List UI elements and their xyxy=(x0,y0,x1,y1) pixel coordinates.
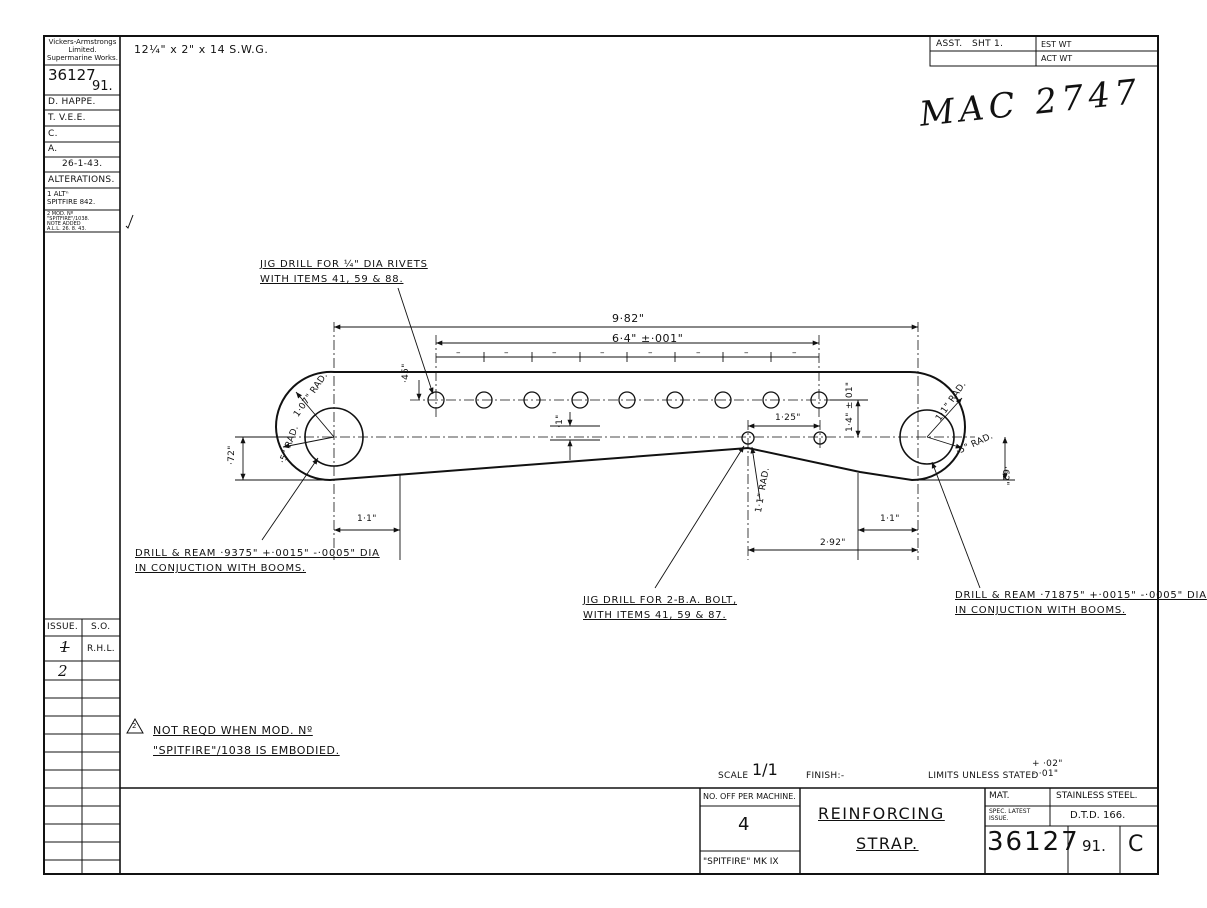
signature-drawn: D. HAPPE. xyxy=(48,97,96,107)
signature-checked: C. xyxy=(48,129,58,139)
note-jig-drill-rivets: JIG DRILL FOR ¼" DIA RIVETS WITH ITEMS 4… xyxy=(260,259,428,285)
pitch-dash-7: – xyxy=(744,348,749,358)
scale-value: 1/1 xyxy=(752,760,778,779)
pitch-dash-6: – xyxy=(696,348,701,358)
no-off-label: NO. OFF PER MACHINE. xyxy=(703,792,796,801)
issue-1: 1 xyxy=(60,638,70,656)
note-2-text: NOT REQD WHEN MOD. Nº "SPITFIRE"/1038 IS… xyxy=(153,724,340,757)
pitch-dash-5: – xyxy=(648,348,653,358)
dim-right-taper: 1·1" xyxy=(880,514,900,524)
sheet-label: SHT 1. xyxy=(972,39,1004,49)
pitch-dash-1: – xyxy=(456,348,461,358)
revision-letter: C xyxy=(1128,832,1144,857)
limits-label: LIMITS UNLESS STATED xyxy=(928,771,1039,781)
pitch-dash-3: – xyxy=(552,348,557,358)
dim-small-vertical: ·1" xyxy=(555,414,565,428)
pitch-dash-2: – xyxy=(504,348,509,358)
strap-outline xyxy=(274,370,967,482)
aircraft-type: "SPITFIRE" MK IX xyxy=(703,857,779,867)
signature-traced: T. V.E.E. xyxy=(48,113,86,123)
title-drawing-number: 36127 xyxy=(987,827,1080,857)
est-weight-label: EST WT xyxy=(1041,40,1072,49)
asst-label: ASST. xyxy=(936,39,963,49)
title-line-1: REINFORCING xyxy=(818,804,945,823)
scale-label: SCALE xyxy=(718,771,749,781)
material-label: MAT. xyxy=(989,791,1010,801)
material-size: 12¼" x 2" x 14 S.W.G. xyxy=(134,43,269,56)
dim-bolt-spacing: 1·25" xyxy=(775,413,801,423)
dim-right-vertical: 1·4" ±·01" xyxy=(845,381,855,432)
finish-label: FINISH:- xyxy=(806,771,845,781)
alterations-title: ALTERATIONS. xyxy=(48,175,115,185)
drawing-border xyxy=(43,35,1159,875)
alteration-1: 1 ALTⁿ SPITFIRE 842. xyxy=(47,190,96,206)
dim-left-height: ·72" xyxy=(227,445,237,465)
note-marker-triangle xyxy=(126,717,144,734)
dim-rivet-pitch-total: 6·4" ±·001" xyxy=(612,332,684,345)
no-off-value: 4 xyxy=(738,814,750,835)
spec-label: SPEC. LATEST ISSUE. xyxy=(989,808,1031,822)
spec-value: D.T.D. 166. xyxy=(1070,810,1126,821)
note-drill-ream-left: DRILL & REAM ·9375" +·0015" -·0005" DIA … xyxy=(135,548,380,574)
note-drill-ream-right: DRILL & REAM ·71875" +·0015" -·0005" DIA… xyxy=(955,590,1207,616)
alteration-2: 2 MOD. Nº "SPITFIRE"/1038. NOTE ADDED A.… xyxy=(47,211,90,232)
drawing-date: 26-1-43. xyxy=(62,159,103,169)
note-2-marker: 2 xyxy=(132,722,137,730)
company-name: Vickers-Armstrongs Limited. Supermarine … xyxy=(47,38,118,62)
drawing-number-prefix: 36127 xyxy=(48,66,96,84)
pitch-dash-8: – xyxy=(792,348,797,358)
signature-approved: A. xyxy=(48,144,58,154)
note-jig-drill-bolt: JIG DRILL FOR 2-B.A. BOLT, WITH ITEMS 41… xyxy=(583,595,738,621)
dim-right-height: ·62" xyxy=(1000,466,1010,486)
dim-overall-length: 9·82" xyxy=(612,312,645,325)
dim-hole-offset: ·45" xyxy=(401,363,411,383)
title-line-2: STRAP. xyxy=(856,834,919,853)
material-value: STAINLESS STEEL. xyxy=(1056,791,1138,801)
drawing-number-suffix: 91. xyxy=(92,79,113,94)
issue-header: ISSUE. xyxy=(47,622,79,632)
limits-minus: - ·01" xyxy=(1032,769,1059,779)
dim-left-taper: 1·1" xyxy=(357,514,377,524)
so-header: S.O. xyxy=(91,622,111,632)
act-weight-label: ACT WT xyxy=(1041,54,1073,63)
issue-2: 2 xyxy=(58,662,68,680)
dim-bolt-to-end: 2·92" xyxy=(820,538,846,548)
pitch-dash-4: – xyxy=(600,348,605,358)
limits-plus: + ·02" xyxy=(1032,759,1063,769)
issue-1-so: R.H.L. xyxy=(87,644,115,654)
title-drawing-suffix: 91. xyxy=(1082,837,1106,855)
